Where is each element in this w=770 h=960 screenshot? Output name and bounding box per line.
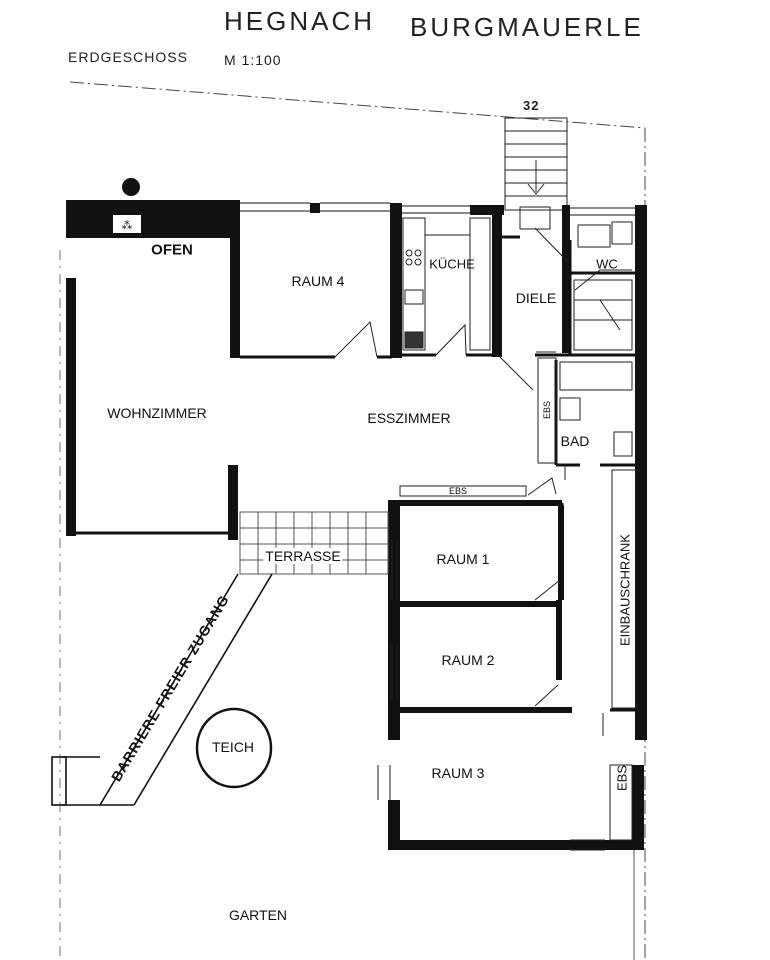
- label-raum3: RAUM 3: [431, 765, 485, 781]
- interior-walls: [76, 235, 640, 847]
- label-kueche: KÜCHE: [429, 256, 475, 272]
- floor-label: ERDGESCHOSS: [68, 49, 188, 65]
- label-terrasse: TERRASSE: [263, 548, 343, 564]
- label-ofen: OFEN: [151, 241, 193, 259]
- esszimmer-ebs: [399, 485, 527, 497]
- wc-details: [573, 221, 633, 351]
- label-wohnzimmer: WOHNZIMMER: [107, 405, 207, 421]
- diele-details: [519, 206, 569, 464]
- label-diele: DIELE: [515, 290, 557, 306]
- label-bad: BAD: [560, 433, 590, 449]
- label-einbauschrank: EINBAUSCHRANK: [617, 534, 633, 646]
- label-ebs-raum3: EBS: [614, 764, 630, 792]
- oven-hatch: ⁂: [122, 220, 133, 232]
- label-raum4: RAUM 4: [291, 273, 345, 289]
- label-wc: WC: [596, 256, 618, 272]
- pond: [195, 707, 273, 789]
- oven-symbol: [113, 215, 141, 233]
- outer-walls: [66, 200, 647, 850]
- property-line: [69, 81, 646, 129]
- scale-label: M 1:100: [224, 52, 282, 68]
- einbauschrank-frame: [611, 469, 637, 709]
- wall-thickness: [400, 500, 572, 713]
- label-ebs-diele: EBS: [542, 400, 552, 420]
- label-raum1: RAUM 1: [436, 551, 490, 567]
- door-swings: [334, 320, 604, 736]
- label-garten: GARTEN: [228, 907, 288, 923]
- entrance-stairs: [504, 117, 568, 211]
- top-windows: [240, 202, 635, 216]
- raum-windows: [377, 540, 605, 851]
- ebs-raum3-frame: [609, 764, 633, 841]
- label-raum2: RAUM 2: [441, 652, 495, 668]
- plan-title-place: HEGNACH: [224, 6, 376, 36]
- label-esszimmer: ESSZIMMER: [367, 410, 451, 426]
- barrier-free-ramp: [51, 573, 273, 806]
- label-ebs-esszimmer: EBS: [448, 486, 468, 496]
- terrace-grid: [239, 511, 389, 575]
- chimney-symbol: [122, 178, 140, 196]
- plan-title-street: BURGMAUERLE: [410, 12, 644, 42]
- bad-details: [559, 361, 633, 457]
- kitchen-counter: [402, 217, 491, 351]
- label-teich: TEICH: [212, 739, 254, 755]
- house-number: 32: [523, 98, 540, 113]
